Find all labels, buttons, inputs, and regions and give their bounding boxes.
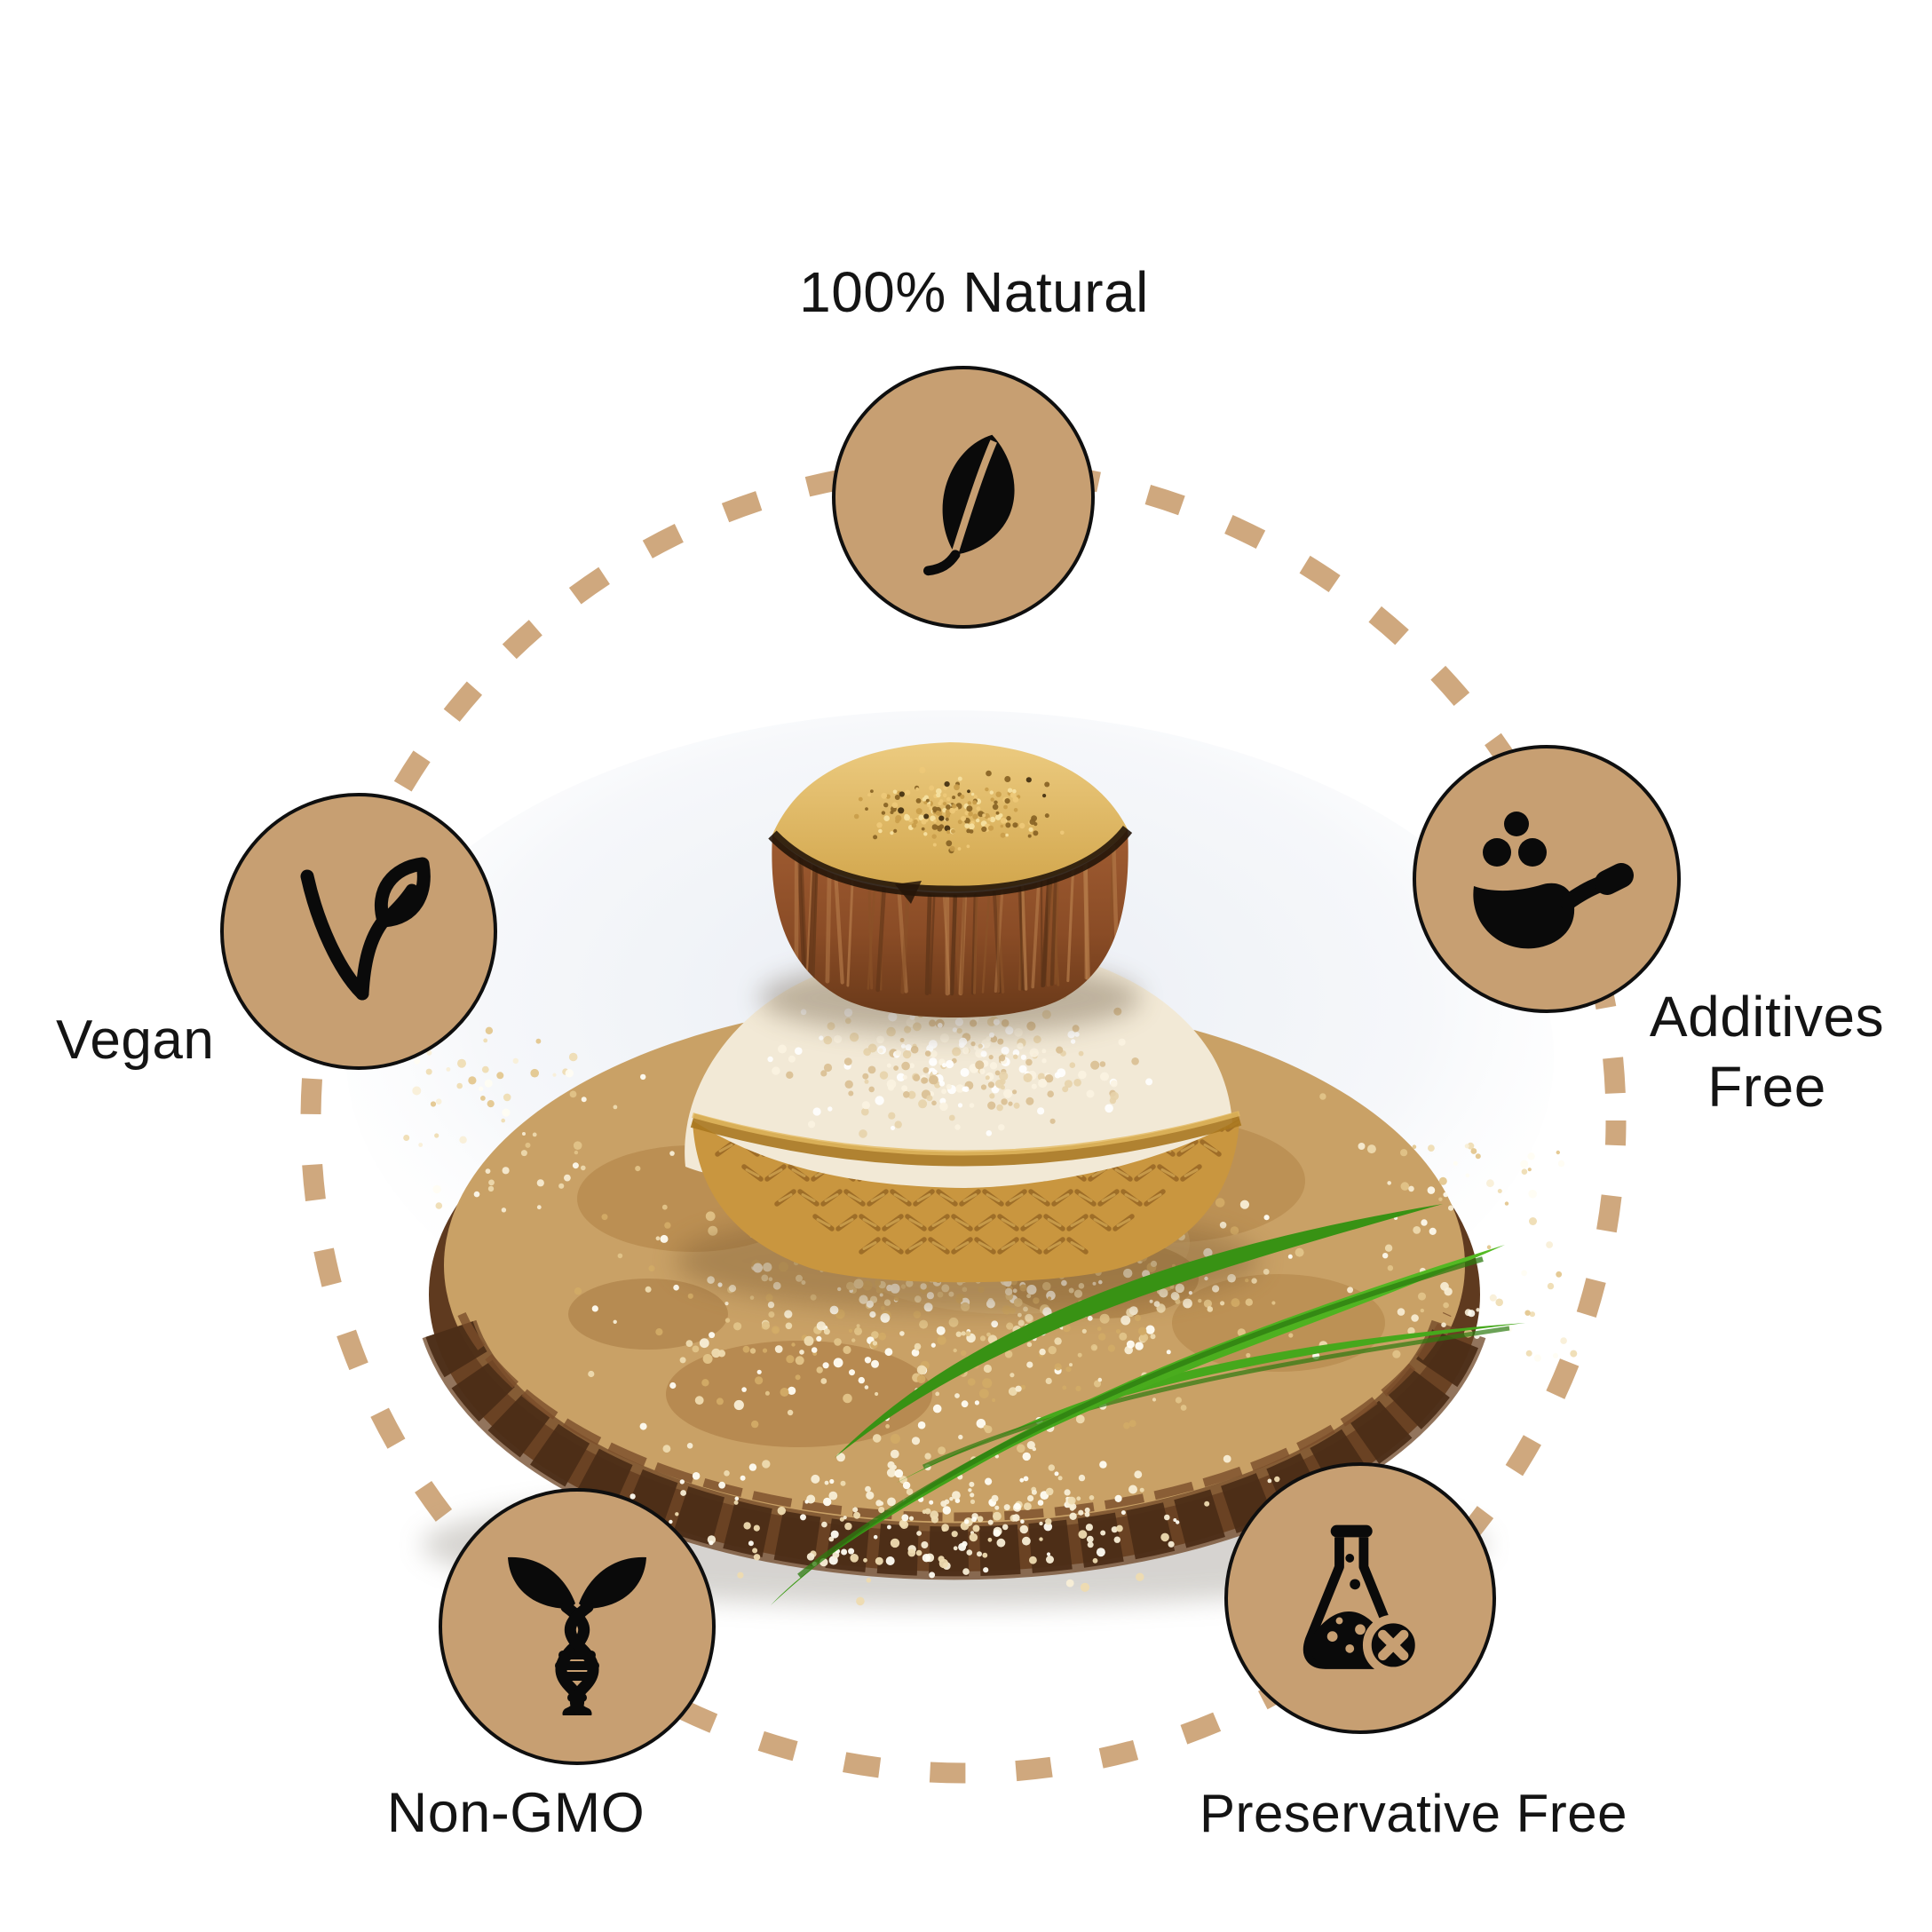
millet-product-illustration (346, 710, 1578, 1607)
bark-rim (422, 1311, 1486, 1580)
millet-texture (853, 766, 1065, 854)
vegan-leaf-icon (300, 857, 431, 1001)
label-vegan: Vegan (56, 1010, 215, 1071)
flask-cross-icon (1303, 1524, 1424, 1676)
badge-natural (832, 366, 1095, 629)
coconut-rim (768, 825, 1133, 898)
spoon-dots-icon (1473, 812, 1634, 949)
badge-additives (1413, 745, 1681, 1013)
coconut-fibers (794, 844, 1120, 996)
millet-grains (772, 742, 1128, 891)
badge-preservative (1224, 1462, 1496, 1734)
coconut-rim-notch (895, 881, 922, 904)
product-photo (337, 701, 1598, 1696)
coconut-bowl (772, 829, 1128, 1018)
basket-rim-highlight (692, 1111, 1240, 1156)
label-natural: 100% Natural (799, 260, 1149, 324)
leaf-icon (923, 434, 1015, 576)
label-additives: Additives Free (1649, 985, 1885, 1119)
badge-non-gmo (439, 1488, 716, 1765)
green-leaves (771, 1204, 1525, 1605)
label-non-gmo: Non-GMO (386, 1782, 645, 1844)
dna-leaves-icon (508, 1556, 646, 1715)
basket-rim (690, 1112, 1242, 1167)
label-preservative: Preservative Free (1200, 1784, 1627, 1843)
badge-vegan (220, 793, 497, 1070)
